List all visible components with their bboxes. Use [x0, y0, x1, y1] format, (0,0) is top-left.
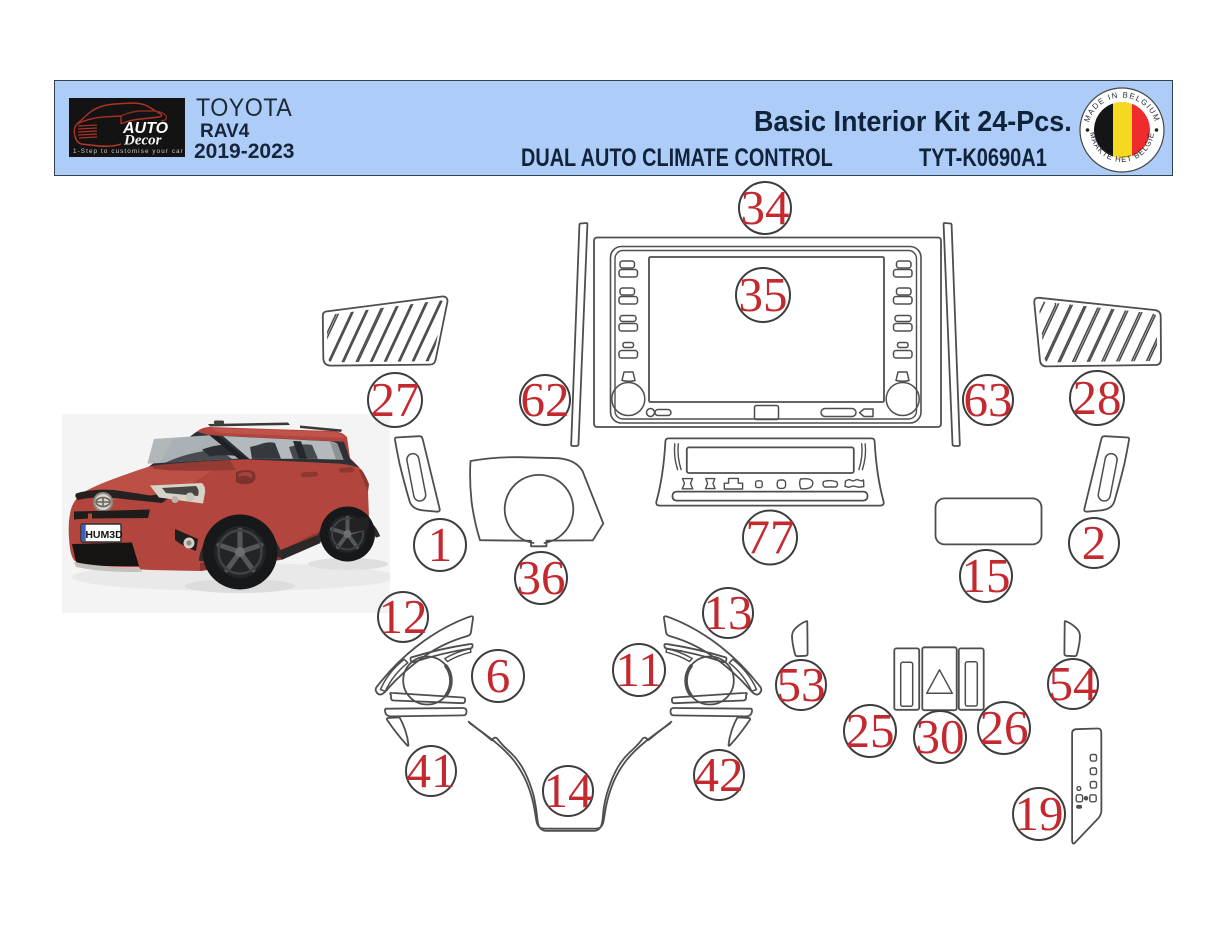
svg-text:77: 77: [746, 510, 795, 565]
svg-text:1: 1: [428, 517, 453, 572]
svg-text:34: 34: [741, 180, 790, 235]
svg-text:41: 41: [407, 743, 456, 798]
svg-text:14: 14: [544, 763, 593, 818]
svg-text:Decor: Decor: [123, 133, 162, 149]
svg-text:12: 12: [379, 589, 428, 644]
svg-text:13: 13: [704, 585, 753, 640]
svg-text:30: 30: [916, 709, 965, 764]
svg-text:AUTO: AUTO: [122, 120, 169, 137]
svg-text:19: 19: [1015, 786, 1064, 841]
svg-text:HUM3D: HUM3D: [85, 529, 123, 541]
svg-text:11: 11: [615, 642, 662, 697]
svg-text:63: 63: [964, 372, 1013, 427]
svg-text:54: 54: [1049, 656, 1098, 711]
svg-text:25: 25: [846, 703, 895, 758]
svg-text:6: 6: [486, 648, 511, 703]
svg-text:28: 28: [1073, 370, 1122, 425]
svg-text:62: 62: [521, 372, 570, 427]
svg-text:1-Step to customise your car: 1-Step to customise your car: [73, 148, 184, 155]
svg-text:42: 42: [695, 747, 744, 802]
svg-text:27: 27: [371, 372, 420, 427]
svg-text:2: 2: [1082, 515, 1107, 570]
svg-text:15: 15: [962, 548, 1011, 603]
svg-text:35: 35: [739, 267, 788, 322]
svg-text:53: 53: [777, 657, 826, 712]
svg-text:26: 26: [980, 700, 1029, 755]
svg-text:36: 36: [517, 550, 566, 605]
